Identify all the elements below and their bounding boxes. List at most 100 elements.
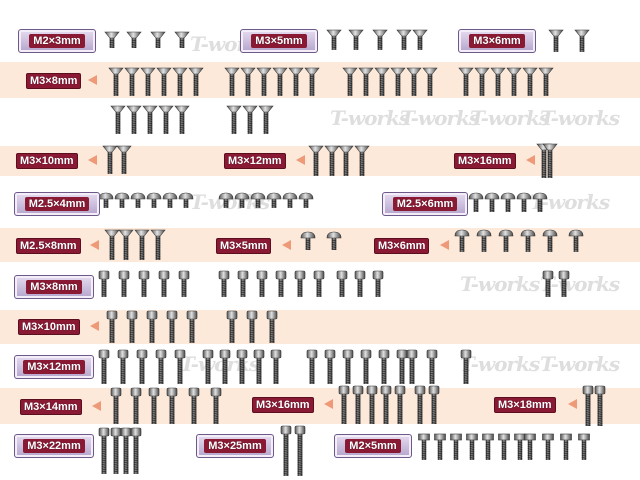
m3x10_cap-screw-4 xyxy=(166,310,178,343)
label-m3x18-cap: M3×18mm xyxy=(494,397,556,413)
m25x6-screw-4 xyxy=(516,192,532,212)
m3x8_flat-screw-23 xyxy=(522,67,538,96)
label-m3x25-cap: M3×25mm xyxy=(196,434,274,458)
m25x4-screw-6 xyxy=(178,192,194,208)
m3x8_flat-screw-9 xyxy=(256,67,272,96)
m3x8_flat-screw-13 xyxy=(342,67,358,96)
m3x8_flat-screw-15 xyxy=(374,67,390,96)
m3x8_flat-screw-25 xyxy=(110,105,126,134)
m25x4-screw-8 xyxy=(234,192,250,208)
label-m3x10-flat: M3×10mm xyxy=(16,153,78,169)
m3x12_cap-screw-16 xyxy=(396,349,408,384)
m3x8_flat-screw-14 xyxy=(358,67,374,96)
m3x12_cap-screw-13 xyxy=(342,349,354,384)
m3x10_cap-screw-6 xyxy=(226,310,238,343)
m3x8_flat-screw-26 xyxy=(126,105,142,134)
m3x14_cap-screw-4 xyxy=(166,387,178,424)
m3x12_flat-screw-2 xyxy=(324,145,340,176)
label-m25x6: M2.5×6mm xyxy=(382,192,468,216)
m3x14_cap-screw-3 xyxy=(148,387,160,424)
watermark: T-works xyxy=(540,352,620,376)
m3x12_cap-screw-2 xyxy=(117,349,129,384)
m25x4-screw-1 xyxy=(98,192,114,208)
m25x6-screw-1 xyxy=(468,192,484,212)
m3x8_flat-screw-19 xyxy=(458,67,474,96)
m25x4-screw-7 xyxy=(218,192,234,208)
m2x5_hex-screw-11 xyxy=(578,433,590,460)
label-m25x4: M2.5×4mm xyxy=(14,192,100,216)
arrow-left-icon xyxy=(440,240,449,250)
m3x8_flat-screw-18 xyxy=(422,67,438,96)
m3x10_flat-screw-1 xyxy=(102,145,118,174)
m3x10_cap-screw-8 xyxy=(266,310,278,343)
watermark: T-works xyxy=(400,106,480,130)
arrow-left-icon xyxy=(282,240,291,250)
m3x8_cap-screw-15 xyxy=(542,270,554,297)
m3x6_top-screw-2 xyxy=(574,29,590,52)
m3x5_top-screw-3 xyxy=(372,29,388,50)
label-m3x16-flat: M3×16mm xyxy=(454,153,516,169)
arrow-left-icon xyxy=(324,399,333,409)
m3x22_cap-screw-4 xyxy=(130,427,142,474)
m3x14_cap-screw-1 xyxy=(110,387,122,424)
watermark: T-works xyxy=(470,106,550,130)
m3x8_cap-screw-8 xyxy=(256,270,268,297)
m3x8_cap-screw-3 xyxy=(138,270,150,297)
m3x12_cap-screw-10 xyxy=(270,349,282,384)
label-m3x6-top: M3×6mm xyxy=(458,29,536,53)
m3x5_button-screw-2 xyxy=(326,231,342,251)
arrow-left-icon xyxy=(92,401,101,411)
m25x4-screw-5 xyxy=(162,192,178,208)
label-m3x10-cap: M3×10mm xyxy=(18,319,80,335)
label-m3x5-button: M3×5mm xyxy=(216,238,272,254)
watermark: T-works xyxy=(540,106,620,130)
m3x18_cap-screw-1 xyxy=(582,385,594,426)
m3x12_cap-screw-7 xyxy=(219,349,231,384)
m3x8_cap-screw-10 xyxy=(294,270,306,297)
m3x8_flat-screw-28 xyxy=(158,105,174,134)
m3x10_cap-screw-7 xyxy=(246,310,258,343)
m25x6-screw-2 xyxy=(484,192,500,212)
m3x16_flat-screw-2 xyxy=(542,143,558,178)
arrow-left-icon xyxy=(90,321,99,331)
m3x8_flat-screw-24 xyxy=(538,67,554,96)
m3x5_top-screw-2 xyxy=(348,29,364,50)
m3x5_top-screw-1 xyxy=(326,29,342,50)
m3x8_flat-screw-32 xyxy=(258,105,274,134)
label-m3x6-button: M3×6mm xyxy=(374,238,430,254)
m2x5_hex-screw-7 xyxy=(514,433,526,460)
label-m3x14-cap: M3×14mm xyxy=(20,399,82,415)
m3x12_cap-screw-14 xyxy=(360,349,372,384)
m3x12_cap-screw-8 xyxy=(236,349,248,384)
m2x3-screw-1 xyxy=(104,31,120,48)
m3x8_cap-screw-5 xyxy=(178,270,190,297)
m3x16_cap-screw-7 xyxy=(428,385,440,424)
m3x14_cap-screw-2 xyxy=(130,387,142,424)
label-m3x5-top: M3×5mm xyxy=(240,29,318,53)
m3x22_cap-screw-3 xyxy=(120,427,132,474)
m3x16_cap-screw-3 xyxy=(366,385,378,424)
m3x8_cap-screw-14 xyxy=(372,270,384,297)
m3x16_cap-screw-2 xyxy=(352,385,364,424)
m3x6_button-screw-5 xyxy=(542,229,558,252)
m2x3-screw-3 xyxy=(150,31,166,48)
m3x16_cap-screw-1 xyxy=(338,385,350,424)
arrow-left-icon xyxy=(88,75,97,85)
m3x8_flat-screw-11 xyxy=(288,67,304,96)
m3x12_flat-screw-3 xyxy=(338,145,354,176)
arrow-left-icon xyxy=(526,155,535,165)
m3x6_button-screw-3 xyxy=(498,229,514,252)
label-m2x5-hex: M2×5mm xyxy=(334,434,412,458)
m3x8_flat-screw-6 xyxy=(188,67,204,96)
m3x8_cap-screw-12 xyxy=(336,270,348,297)
m25x8-screw-1 xyxy=(104,229,120,260)
m3x8_flat-screw-21 xyxy=(490,67,506,96)
m3x8_flat-screw-3 xyxy=(140,67,156,96)
m3x12_cap-screw-6 xyxy=(202,349,214,384)
m3x8_flat-screw-10 xyxy=(272,67,288,96)
m3x8_flat-screw-16 xyxy=(390,67,406,96)
m3x8_cap-screw-7 xyxy=(237,270,249,297)
m2x5_hex-screw-8 xyxy=(524,433,536,460)
m2x5_hex-screw-2 xyxy=(434,433,446,460)
label-m3x22-cap: M3×22mm xyxy=(14,434,94,458)
